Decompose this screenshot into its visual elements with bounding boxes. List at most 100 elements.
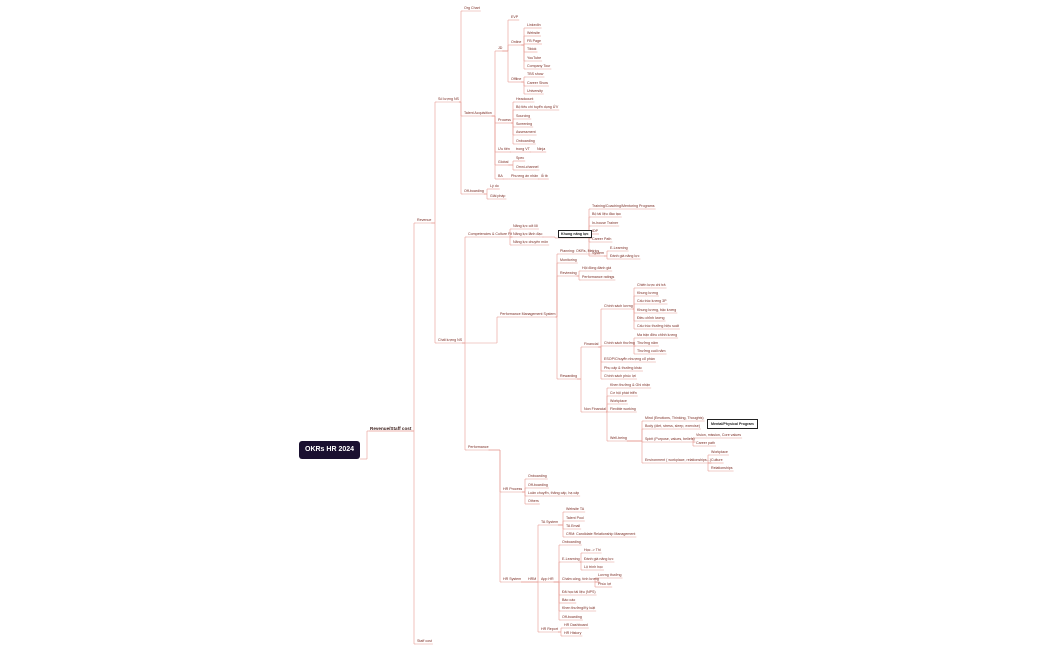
node-nl-lanh-dao[interactable]: Năng lực lãnh đạo <box>513 232 543 236</box>
node-monitoring[interactable]: Monitoring <box>560 258 577 262</box>
node-khung-bac[interactable]: Khung lương, bậc lương <box>637 308 677 312</box>
node-cau-truc-3p[interactable]: Cấu trúc lương 3P <box>637 299 667 303</box>
node-performance[interactable]: Performance <box>468 445 489 449</box>
node-talent-acquisition[interactable]: Talent Acquisition <box>464 111 492 115</box>
node-culture[interactable]: Culture <box>711 458 723 462</box>
node-org-chart[interactable]: Org Chart <box>464 6 480 10</box>
node-evp[interactable]: EVP <box>511 15 519 19</box>
node-offline[interactable]: Offline <box>511 77 522 81</box>
node-staff-cost[interactable]: Staff cost <box>417 639 432 643</box>
node-lo-trinh[interactable]: Lộ trình học <box>584 565 603 569</box>
node-planning[interactable]: Planning: OKRs, Metrics <box>560 249 600 253</box>
node-others[interactable]: Others <box>528 499 539 503</box>
node-workplace-2[interactable]: Workplace <box>711 450 728 454</box>
node-ly-do[interactable]: Lý do <box>490 184 499 188</box>
node-vision[interactable]: Vision, mission, Core values <box>696 433 742 437</box>
node-tiktok[interactable]: Tiktok <box>527 47 537 51</box>
node-website-ta[interactable]: Website TA <box>566 507 585 511</box>
node-omni-channel[interactable]: Omni-channel <box>516 165 539 169</box>
node-mind[interactable]: Mind (Emotions, Thinking, Thoughts) <box>645 416 704 420</box>
node-hrm[interactable]: HRM <box>528 577 537 581</box>
node-hr-report[interactable]: HR Report <box>541 627 558 631</box>
node-crm[interactable]: CRM: Candidate Relationship Management <box>566 532 636 536</box>
node-company-tour[interactable]: Company Tour <box>527 64 551 68</box>
node-non-financial[interactable]: Non Financial <box>584 407 606 411</box>
node-training-programs[interactable]: Training/Coaching/Mentoring Programs <box>592 204 655 208</box>
node-ba[interactable]: BA <box>498 174 503 178</box>
node-dieu-chinh-luong[interactable]: Điều chỉnh lương <box>637 316 665 320</box>
node-cau-truc-thuong[interactable]: Cấu trúc thưởng hiệu suất <box>637 324 679 328</box>
node-revenue[interactable]: Revenue <box>417 218 432 222</box>
node-khung-nang-luc[interactable]: Khung năng lực <box>558 230 592 238</box>
node-screening[interactable]: Screening <box>516 122 533 126</box>
node-trong-vt[interactable]: trong VT <box>516 147 530 151</box>
node-hr-dashboard[interactable]: HR Dashboard <box>564 623 588 627</box>
node-phu-cap[interactable]: Phụ cấp & thưởng khác <box>604 366 642 370</box>
node-headcount[interactable]: Headcount <box>516 97 534 101</box>
node-app-hr[interactable]: App HR <box>541 577 554 581</box>
node-cs-luong[interactable]: Chính sách lương <box>604 304 633 308</box>
node-nl-cot-loi[interactable]: Năng lực cốt lõi <box>513 224 538 228</box>
node-off-boarding-3[interactable]: Off-boarding <box>562 615 582 619</box>
node-ta-system[interactable]: TA System <box>541 520 559 524</box>
node-financial[interactable]: Financial <box>584 342 599 346</box>
node-rewarding[interactable]: Rewarding <box>560 374 578 378</box>
node-bo-tieu-chi[interactable]: Bộ tiêu chí tuyển dụng ỨV <box>516 105 559 109</box>
node-fbpage[interactable]: FB Page <box>527 39 541 43</box>
node-inhouse-trainer[interactable]: In-house Trainer <box>592 221 619 225</box>
node-thuong-cuoi-nam[interactable]: Thưởng cuối năm <box>637 349 666 353</box>
node-onboarding-1[interactable]: Onboarding <box>516 139 535 143</box>
node-perf-ratings[interactable]: Performance ratings <box>582 275 615 279</box>
node-body[interactable]: Body (diet, stress, sleep, exercise) <box>645 424 700 428</box>
node-relationships[interactable]: Relationships <box>711 466 733 470</box>
node-career-path-2[interactable]: Career path <box>696 441 715 445</box>
node-mental-program[interactable]: Mental/Physical Program <box>707 419 758 429</box>
node-uu-tien[interactable]: Ưu tiên <box>498 147 510 151</box>
node-linkedin[interactable]: LinkedIn <box>527 23 541 27</box>
node-reviewing[interactable]: Reviewing <box>560 271 577 275</box>
node-workplace[interactable]: Workplace <box>610 399 627 403</box>
node-off-boarding-2[interactable]: Off-boarding <box>528 483 548 487</box>
node-luong-thuong[interactable]: Lương thưởng <box>598 573 622 577</box>
node-university[interactable]: University <box>527 89 543 93</box>
node-e-learning-1[interactable]: E-Learning <box>610 246 628 250</box>
node-spec[interactable]: Spec <box>516 156 525 160</box>
node-hoi-dong[interactable]: Hội đồng đánh giá <box>582 266 612 270</box>
node-co-hoi[interactable]: Cơ hội phát triển <box>610 391 637 395</box>
node-idp[interactable]: IDP <box>592 229 598 233</box>
node-cs-phuc-loi[interactable]: Chính sách phúc lợi <box>604 374 636 378</box>
node-so-luong-ns[interactable]: Số lượng NS <box>438 97 459 101</box>
node-khen-thuong[interactable]: Khen thưởng & Ghi nhận <box>610 383 651 387</box>
node-cs-thuong[interactable]: Chính sách thưởng <box>604 341 635 345</box>
node-thuong-nam[interactable]: Thưởng năm <box>637 341 658 345</box>
node-khung-luong[interactable]: Khung lương <box>637 291 658 295</box>
node-da-hoc[interactable]: Đã học tài liệu (NPS) <box>562 590 596 594</box>
node-competencies[interactable]: Competencies & Culture Fit <box>468 232 512 236</box>
node-bo-tai-lieu[interactable]: Bộ tài liệu đào tạo <box>592 212 621 216</box>
node-ma-tran[interactable]: Ma trận điều chỉnh lương <box>637 333 678 337</box>
node-flexible[interactable]: Flexible working <box>610 407 636 411</box>
node-tbs-show[interactable]: TBS show <box>527 72 544 76</box>
node-revenue-staff-cost[interactable]: Revenue/Staff cost <box>370 426 412 431</box>
node-hr-process[interactable]: HR Process <box>503 487 523 491</box>
node-giai-phap[interactable]: Giải pháp <box>490 194 506 198</box>
node-youtube[interactable]: YouTube <box>527 56 542 60</box>
node-jd[interactable]: JD <box>498 46 503 50</box>
node-danh-gia-nl-2[interactable]: Đánh giá năng lực <box>584 557 614 561</box>
node-phuong-an[interactable]: Phương án nhân <box>511 174 539 178</box>
node-nl-chuyen-mon[interactable]: Năng lực chuyên môn <box>513 240 549 244</box>
node-chien-luoc[interactable]: Chiến lược chi trả <box>637 283 666 287</box>
node-spirit[interactable]: Spirit (Purpose, values, beliefs) <box>645 437 695 441</box>
node-environment[interactable]: Environment ( workplace, relationships..… <box>645 458 711 462</box>
node-website[interactable]: Website <box>527 31 540 35</box>
node-career-show[interactable]: Career Show <box>527 81 548 85</box>
node-off-boarding[interactable]: Off-boarding <box>464 189 484 193</box>
node-e-learning-2[interactable]: E-Learning <box>562 557 580 561</box>
node-global[interactable]: Global <box>498 160 509 164</box>
node-career-path[interactable]: Career Path <box>592 237 612 241</box>
node-esop[interactable]: ESOP/Chuyển nhượng cổ phần <box>604 357 655 361</box>
node-lo-tb[interactable]: lỗ tb <box>541 174 548 178</box>
node-ta-email[interactable]: TA Email <box>566 524 581 528</box>
node-sourcing[interactable]: Sourcing <box>516 114 531 118</box>
node-online[interactable]: Online <box>511 40 522 44</box>
